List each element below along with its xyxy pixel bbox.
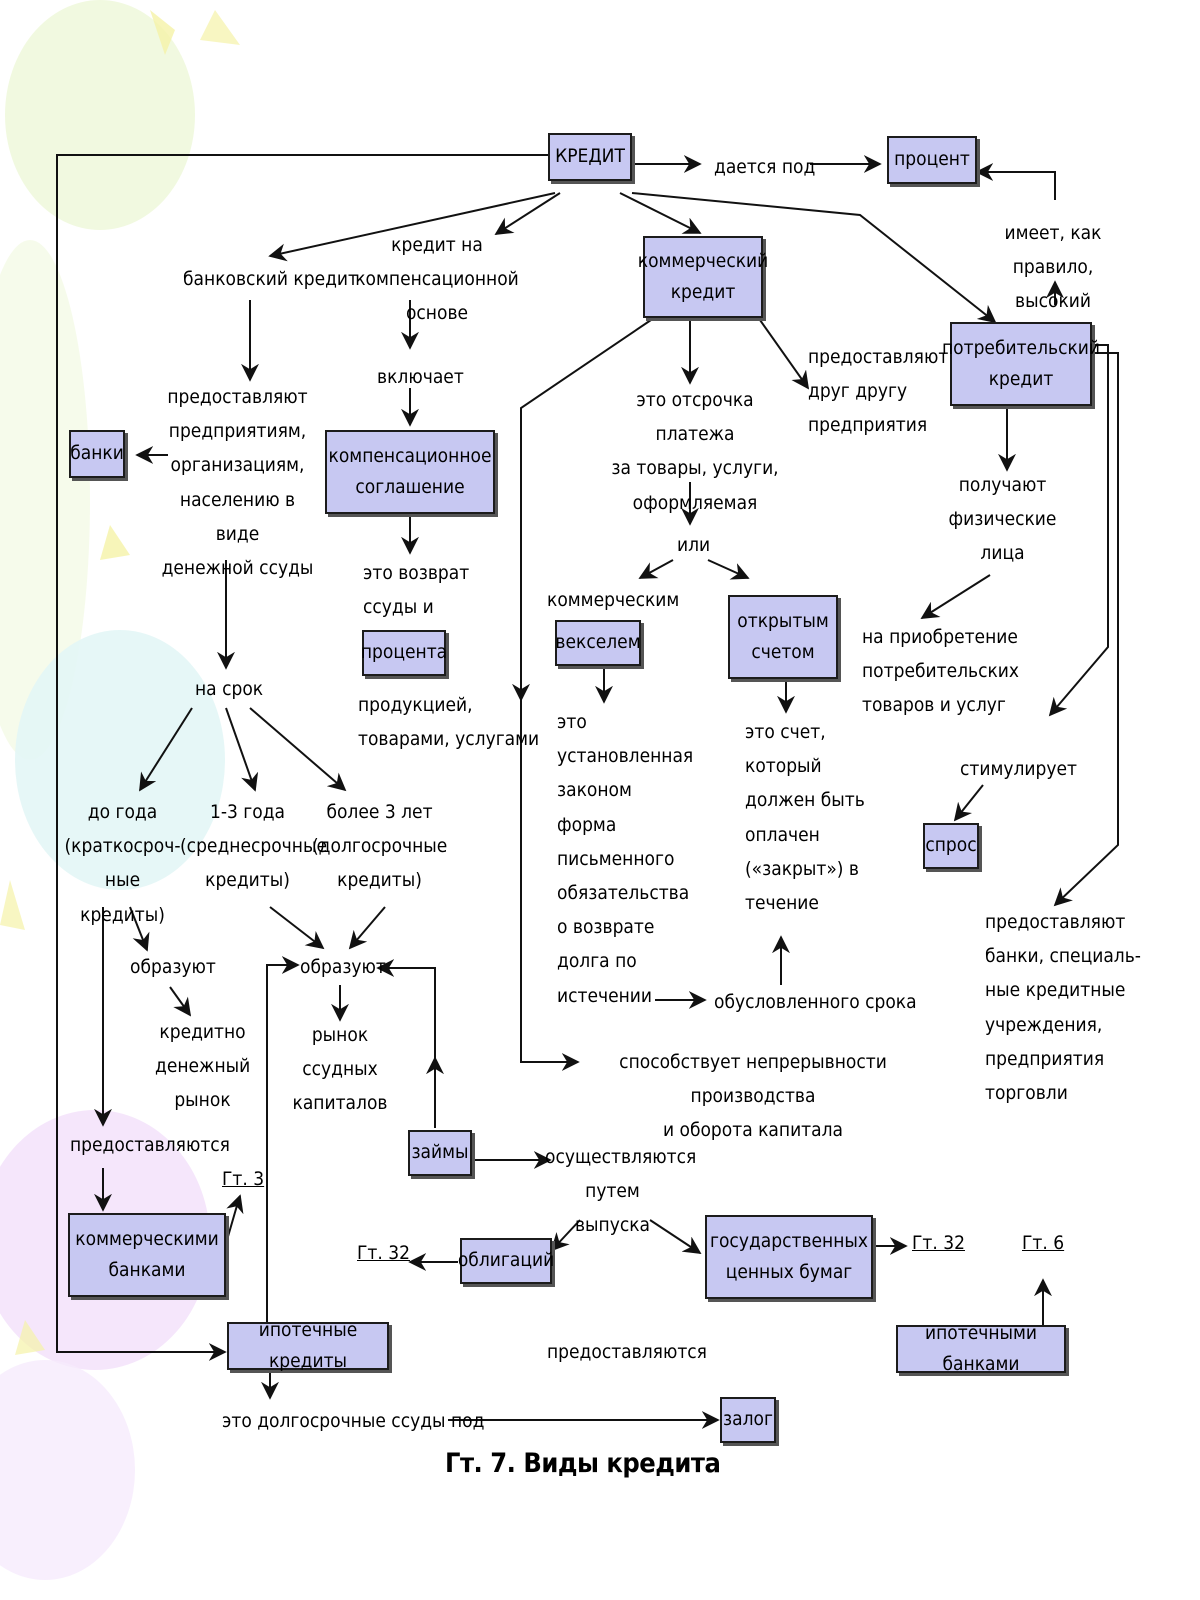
node-procenta: процента (361, 630, 447, 676)
label-produkciey: продукцией, товарами, услугами (358, 694, 540, 751)
label-rynok-ssudnyh-kapitalov: рынок ссудных капиталов (292, 1024, 388, 1115)
node-vekselem: векселем (555, 620, 641, 666)
label-na-priobretenie: на приобретение потребительских товаров … (862, 626, 1020, 717)
label-kommercheskim: коммерческим (547, 589, 680, 611)
label-schet-opredelenie: это счет, который должен быть оплачен («… (745, 721, 865, 914)
node-gos-cennyh-bumag: государственных ценных бумаг (705, 1215, 873, 1299)
node-potrebitelskiy-kredit: потребительский кредит (942, 322, 1100, 406)
label-predostavlyayut-banki: предоставляют банки, специаль- ные креди… (985, 911, 1141, 1104)
label-1-3-goda: 1-3 года (среднесрочные кредиты) (180, 801, 327, 892)
node-procent: процент (887, 136, 977, 184)
node-spros: спрос (923, 823, 979, 869)
label-poluchayut: получают физические лица (948, 474, 1057, 565)
node-banki: банки (69, 430, 125, 478)
node-kredit: КРЕДИТ (548, 133, 632, 181)
label-predostavlyayut-predpriyatiyam: предоставляют предприятиям, организациям… (161, 386, 314, 579)
label-osushestvlyayutsya: осуществляются путем выпуска (545, 1146, 697, 1237)
node-ipotechnye-kredity: ипотечные кредиты (227, 1319, 389, 1372)
node-komp-soglashenie: компенсационное соглашение (325, 430, 495, 514)
label-imeet: имеет, как правило, высокий (1004, 222, 1102, 313)
node-kommercheskimi-bankami: коммерческими банками (68, 1213, 226, 1297)
label-sposobstvuet: способствует непрерывности производства … (619, 1051, 887, 1142)
label-predostavlyayutsya-2: предоставляются (547, 1341, 707, 1363)
node-zalog: залог (720, 1397, 776, 1443)
label-do-goda: до года (краткосроч- ные кредиты) (64, 801, 181, 926)
ref-gt6[interactable]: Гт. 6 (1022, 1232, 1065, 1254)
label-dolgosrochnye-ssudy: это долгосрочные ссуды под (222, 1410, 485, 1432)
label-obrazuyut-2: образуют (300, 956, 386, 978)
ref-gt32-right[interactable]: Гт. 32 (912, 1232, 965, 1254)
label-predostavlyayutsya-1: предоставляются (70, 1134, 230, 1156)
node-kommercheskiy-kredit: коммерческий кредит (638, 236, 768, 318)
label-daetsya-pod: дается под (714, 156, 816, 178)
label-obuslovlennogo-sroka: обусловленного срока (714, 991, 917, 1013)
label-vklyuchaet: включает (377, 366, 464, 388)
ref-gt32-left[interactable]: Гт. 32 (357, 1242, 410, 1264)
label-ili: или (677, 534, 711, 556)
node-ipotechnymi-bankami: ипотечными банками (896, 1322, 1066, 1375)
node-zaymy: займы (408, 1130, 472, 1176)
label-bolee-3-let: более 3 лет (долгосрочные кредиты) (312, 801, 448, 892)
label-kompensacionnaya-osnova: кредит на компенсационной основе (355, 234, 519, 325)
label-stimuliruet: стимулирует (960, 758, 1077, 780)
ref-gt3[interactable]: Гт. 3 (222, 1168, 265, 1190)
label-otsrochka-platezha: это отсрочка платежа за товары, услуги, … (611, 389, 779, 514)
diagram-caption: Гт. 7. Виды кредита (445, 1448, 721, 1479)
label-veksel-opredelenie: это установленная законом форма письменн… (557, 711, 694, 1007)
label-vozvrat-ssudy: это возврат ссуды и (363, 562, 470, 619)
label-obrazuyut-1: образуют (130, 956, 216, 978)
label-predostavlyayut-drug-drugu: предоставляют друг другу предприятия (808, 346, 949, 437)
node-obligaciy: облигаций (458, 1238, 554, 1284)
label-na-srok: на срок (195, 678, 264, 700)
label-kreditno-denezhnyy-rynok: кредитно денежный рынок (155, 1021, 251, 1112)
node-otkrytym-schetom: открытым счетом (728, 595, 838, 679)
label-bankovskiy-kredit: банковский кредит (183, 268, 358, 290)
